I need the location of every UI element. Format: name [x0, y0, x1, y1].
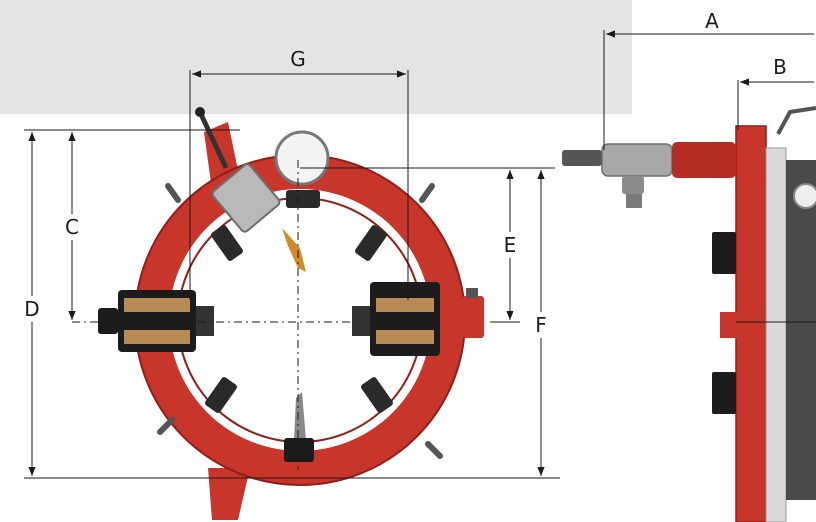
right-clamp — [352, 282, 484, 356]
side-handle — [776, 106, 816, 135]
side-gear-housing — [786, 160, 816, 500]
radial-studs — [157, 183, 443, 459]
cutting-tool — [282, 228, 306, 272]
side-gauge — [793, 183, 816, 209]
bearing-pads — [205, 190, 393, 413]
label-b: B — [773, 55, 787, 79]
label-d: D — [24, 297, 39, 321]
label-a: A — [705, 9, 719, 33]
feed-lever-knob — [195, 107, 205, 117]
label-c: C — [65, 215, 79, 239]
left-clamp — [98, 290, 214, 352]
front-view — [72, 107, 484, 520]
label-e: E — [504, 233, 517, 257]
label-f: F — [535, 313, 547, 337]
feed-lever — [197, 110, 229, 170]
label-backgrounds — [22, 214, 551, 338]
side-brackets — [712, 232, 750, 414]
side-view — [562, 106, 816, 522]
motor-housing — [274, 130, 330, 186]
bottom-leg — [208, 468, 250, 520]
background-panel — [0, 0, 632, 114]
label-g: G — [290, 47, 306, 71]
bottom-clamp — [284, 392, 314, 462]
side-aluminium-plate — [765, 147, 787, 522]
drive-motor — [562, 142, 736, 208]
tool-slide — [211, 163, 281, 233]
